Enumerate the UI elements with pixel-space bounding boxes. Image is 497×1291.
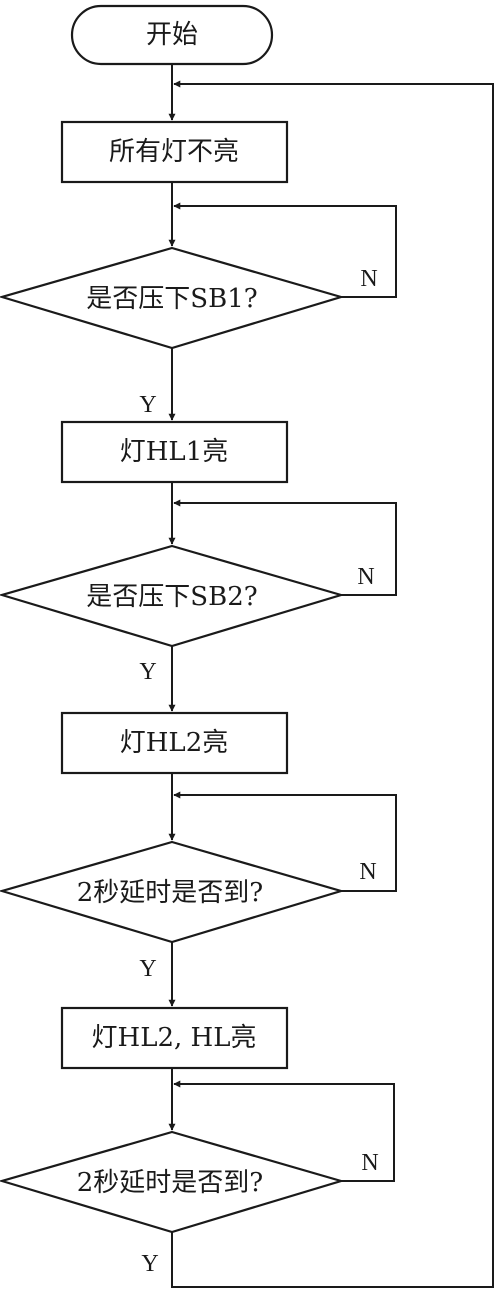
decision-label-3: 2秒延时是否到?: [77, 878, 263, 908]
yes-label-1: Y: [139, 392, 156, 418]
return-loop-arrow: [171, 80, 494, 1288]
action-box-3: [60, 711, 289, 775]
decision-label-4: 2秒延时是否到?: [77, 1168, 263, 1198]
no-loop-arrow-2: [173, 499, 397, 596]
no-label-1: N: [360, 266, 377, 292]
action-label-2: 灯HL1亮: [120, 437, 228, 467]
action-label-4: 灯HL2, HL亮: [92, 1023, 257, 1053]
decision-label-1: 是否压下SB1?: [86, 284, 257, 314]
no-label-4: N: [361, 1150, 378, 1176]
yes-label-3: Y: [139, 956, 156, 982]
yes-label-4: Y: [141, 1251, 158, 1277]
yes-label-2: Y: [139, 659, 156, 685]
action-label-3: 灯HL2亮: [120, 728, 228, 758]
start-label: 开始: [146, 20, 198, 50]
decision-label-2: 是否压下SB2?: [86, 582, 257, 612]
no-loop-arrow-1: [173, 202, 397, 298]
no-label-2: N: [357, 564, 374, 590]
no-loop-arrow-3: [173, 791, 397, 892]
action-box-1: [60, 120, 289, 184]
no-label-3: N: [359, 859, 376, 885]
action-label-1: 所有灯不亮: [109, 137, 239, 167]
no-loop-arrow-4: [173, 1080, 395, 1182]
action-box-4: [60, 1006, 289, 1070]
action-box-2: [60, 420, 289, 484]
